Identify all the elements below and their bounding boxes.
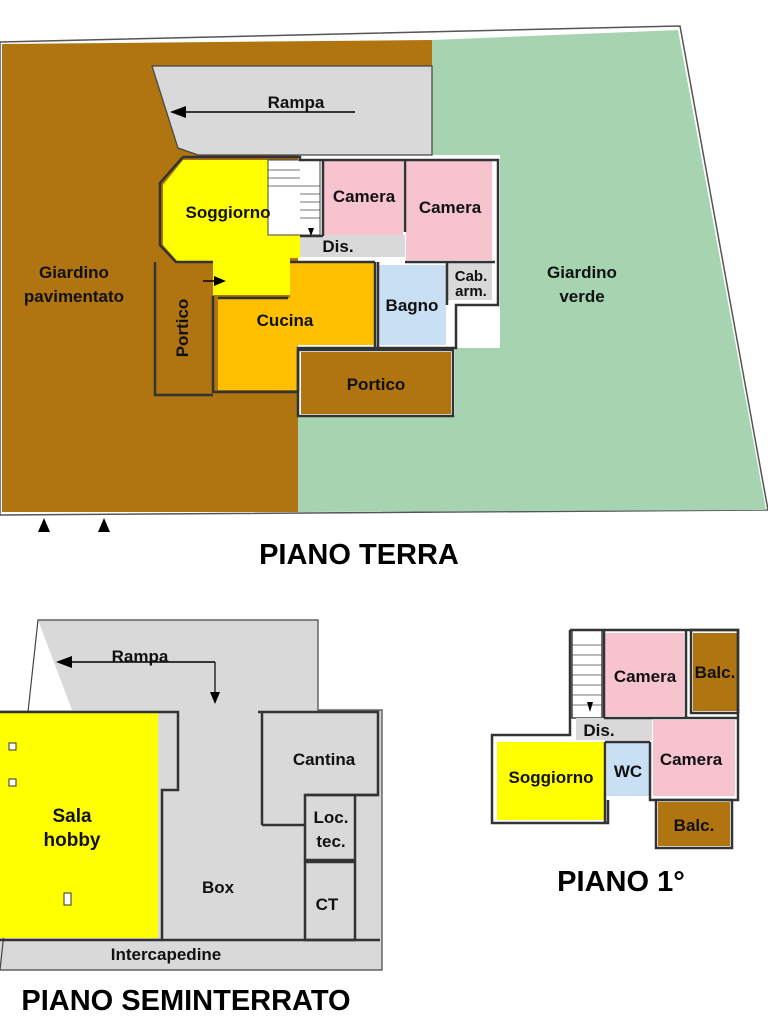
title-piano-terra: PIANO TERRA	[259, 539, 459, 571]
label-giardino-verde-2: verde	[559, 287, 604, 306]
label-sala-2: hobby	[44, 830, 101, 851]
label-camera-2: Camera	[419, 198, 482, 217]
label-soggiorno-p1: Soggiorno	[509, 768, 594, 787]
piano-primo-plan: Camera Balc. Dis. Soggiorno WC Camera Ba…	[490, 628, 740, 898]
camera-2-p1-area	[653, 720, 735, 796]
label-loc-1: Loc.	[314, 808, 349, 827]
label-cab-1: Cab.	[455, 268, 488, 285]
camera-1-p1-area	[604, 633, 684, 716]
camera-2-area	[406, 160, 492, 260]
label-soggiorno: Soggiorno	[186, 203, 271, 222]
label-dis: Dis.	[322, 237, 353, 256]
label-portico-h: Portico	[347, 375, 406, 394]
label-portico-v: Portico	[173, 299, 192, 358]
camera-1-area	[323, 160, 403, 235]
label-camera-1-p1: Camera	[614, 667, 677, 686]
label-bagno: Bagno	[386, 296, 439, 315]
portico-v-area	[158, 265, 208, 393]
label-giardino-pav-2: pavimentato	[24, 287, 124, 306]
piano-seminterrato-plan: Rampa Cantina Sala hobby Loc. tec. Box C…	[0, 619, 383, 1017]
label-dis-p1: Dis.	[583, 721, 614, 740]
dis-p1-area	[576, 718, 652, 740]
dis-area	[300, 235, 405, 257]
portico-h-area	[301, 352, 451, 414]
wc-area	[607, 742, 651, 796]
label-balc-1: Balc.	[695, 663, 736, 682]
label-cab-2: arm.	[455, 283, 487, 300]
soggiorno-p1-area	[497, 742, 605, 820]
label-giardino-verde-1: Giardino	[547, 263, 617, 282]
title-piano-primo: PIANO 1°	[557, 866, 685, 898]
lot-outline	[0, 25, 768, 516]
label-wc: WC	[614, 762, 642, 781]
label-rampa: Rampa	[268, 93, 325, 112]
title-piano-seminterrato: PIANO SEMINTERRATO	[21, 985, 350, 1017]
label-balc-2: Balc.	[674, 816, 715, 835]
label-cantina: Cantina	[293, 750, 356, 769]
label-box: Box	[202, 878, 235, 897]
sala-hobby-area	[0, 712, 158, 938]
label-camera-2-p1: Camera	[660, 750, 723, 769]
label-sala-1: Sala	[52, 806, 92, 827]
balc-2-area	[658, 802, 730, 846]
label-loc-2: tec.	[316, 832, 345, 851]
piano-terra-plan: Rampa Giardino pavimentato Giardino verd…	[0, 25, 768, 571]
rampa-area	[152, 66, 432, 155]
label-rampa-sem: Rampa	[112, 647, 169, 666]
label-ct: CT	[316, 895, 339, 914]
cucina-area	[218, 262, 375, 390]
cab-arm-area	[448, 262, 492, 300]
bagno-area	[378, 265, 446, 345]
giardino-verde-area	[298, 30, 766, 512]
label-camera-1: Camera	[333, 187, 396, 206]
label-intercapedine: Intercapedine	[111, 945, 222, 964]
balc-1-area	[693, 633, 738, 711]
label-cucina: Cucina	[257, 311, 314, 330]
label-giardino-pav-1: Giardino	[39, 263, 109, 282]
